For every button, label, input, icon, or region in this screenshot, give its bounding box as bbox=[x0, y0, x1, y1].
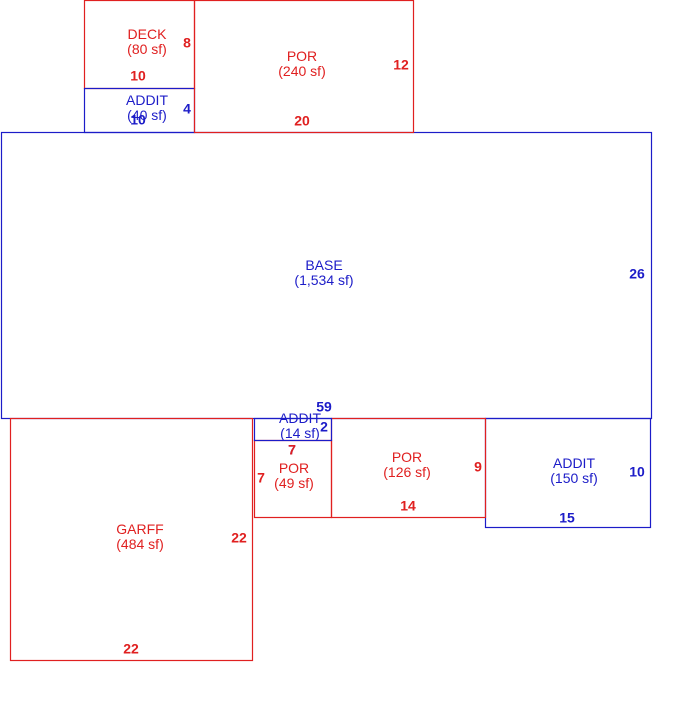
por-top-label: POR(240 sf) bbox=[278, 48, 325, 79]
base-name: BASE bbox=[305, 257, 342, 273]
addit-right-label: ADDIT(150 sf) bbox=[550, 455, 597, 486]
addit-right-name: ADDIT bbox=[553, 455, 595, 471]
dimension-deck-side: 8 bbox=[183, 35, 191, 51]
dimension-base-bottom: 59 bbox=[316, 399, 332, 415]
deck-label: DECK(80 sf) bbox=[127, 26, 167, 57]
addit-right-area: (150 sf) bbox=[550, 470, 597, 486]
dimension-addit-s-bot: 7 bbox=[288, 442, 296, 458]
area-labels: DECK(80 sf)POR(240 sf)ADDIT(40 sf)BASE(1… bbox=[116, 26, 597, 552]
dimension-por-s-side: 7 bbox=[257, 470, 265, 486]
addit-small-outline bbox=[253, 417, 333, 442]
por-top-area: (240 sf) bbox=[278, 63, 325, 79]
dimension-por-m-side: 9 bbox=[474, 459, 482, 475]
dimension-addit-r-side: 10 bbox=[629, 464, 645, 480]
dimension-base-side: 26 bbox=[629, 266, 645, 282]
dimension-addit-t-side: 4 bbox=[183, 101, 191, 117]
dimension-garff-side: 22 bbox=[231, 530, 247, 546]
base-area: (1,534 sf) bbox=[294, 272, 353, 288]
dimension-addit-s-side: 2 bbox=[320, 419, 328, 435]
dimension-deck-bottom: 10 bbox=[130, 68, 146, 84]
dimension-por-top-side: 12 bbox=[393, 57, 409, 73]
addit-small-area: (14 sf) bbox=[280, 425, 320, 441]
por-small-label: POR(49 sf) bbox=[274, 460, 314, 491]
addit-top-name: ADDIT bbox=[126, 92, 168, 108]
addit-top-label: ADDIT(40 sf) bbox=[126, 92, 168, 123]
garff-outline bbox=[9, 417, 254, 662]
por-small-area: (49 sf) bbox=[274, 475, 314, 491]
garff-area: (484 sf) bbox=[116, 536, 163, 552]
garff-name: GARFF bbox=[116, 521, 163, 537]
dimension-addit-t-bot: 10 bbox=[130, 112, 146, 128]
por-mid-name: POR bbox=[392, 449, 422, 465]
por-top-name: POR bbox=[287, 48, 317, 64]
addit-small-label: ADDIT(14 sf) bbox=[279, 410, 321, 441]
dimension-por-s-top: 7 bbox=[288, 442, 296, 458]
dimension-garff-bottom: 22 bbox=[123, 641, 139, 657]
dimension-por-top-bot: 20 bbox=[294, 113, 310, 129]
area-outlines bbox=[0, 0, 653, 662]
deck-name: DECK bbox=[128, 26, 168, 42]
garff-label: GARFF(484 sf) bbox=[116, 521, 163, 552]
addit-top-area: (40 sf) bbox=[127, 107, 167, 123]
addit-small-name: ADDIT bbox=[279, 410, 321, 426]
deck-area: (80 sf) bbox=[127, 41, 167, 57]
dimension-por-m-bottom: 14 bbox=[400, 498, 416, 514]
base-label: BASE(1,534 sf) bbox=[294, 257, 353, 288]
por-mid-area: (126 sf) bbox=[383, 464, 430, 480]
por-mid-label: POR(126 sf) bbox=[383, 449, 430, 480]
dimension-addit-r-bot: 15 bbox=[559, 510, 575, 526]
por-small-name: POR bbox=[279, 460, 309, 476]
por-top-outline bbox=[193, 0, 415, 134]
